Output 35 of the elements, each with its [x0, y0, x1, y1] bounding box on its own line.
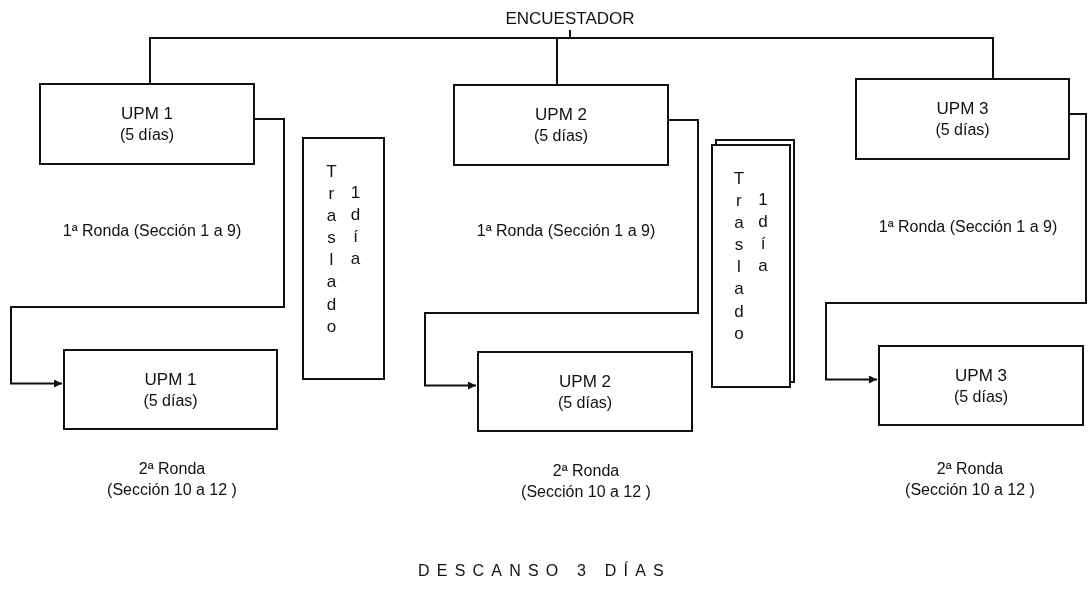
- box-text: (5 días): [143, 390, 198, 411]
- box-text: UPM 2: [559, 370, 611, 392]
- transfer-box: [302, 137, 385, 380]
- vertical-text: 1 día: [758, 189, 769, 278]
- process-box: [39, 83, 255, 165]
- round-caption: 2ª Ronda (Sección 10 a 12 ): [520, 461, 652, 502]
- box-text: (5 días): [533, 126, 589, 146]
- round-caption: 2ª Ronda (Sección 10 a 12 ): [106, 459, 238, 500]
- box-text: UPM 2: [535, 104, 587, 125]
- box-text: UPM 3: [955, 364, 1007, 386]
- vertical-text: Traslado: [326, 161, 337, 338]
- box-text: UPM 1: [121, 103, 173, 124]
- vertical-text: Traslado: [733, 168, 744, 345]
- box-text: UPM 1: [144, 368, 197, 390]
- vertical-text: 1 día: [350, 182, 361, 271]
- connector-arrow: [424, 119, 699, 390]
- box-text: UPM 3: [936, 98, 989, 119]
- box-text: (5 días): [119, 125, 175, 145]
- process-box: [453, 84, 669, 166]
- box-text: ENCUESTADOR: [505, 7, 635, 29]
- round-caption: 1ª Ronda (Sección 1 a 9): [61, 221, 243, 241]
- connector-arrow: [825, 113, 1087, 384]
- process-box: [477, 351, 693, 432]
- transfer-box: [711, 144, 791, 388]
- process-box: [855, 78, 1070, 160]
- round-caption: 1ª Ronda (Sección 1 a 9): [877, 217, 1059, 237]
- box-text: (5 días): [953, 386, 1009, 407]
- round-caption: 2ª Ronda (Sección 10 a 12 ): [904, 459, 1036, 500]
- process-box: [63, 349, 278, 430]
- box-text: (5 días): [557, 392, 613, 413]
- connector-arrow: [10, 118, 285, 388]
- process-box: [878, 345, 1084, 426]
- round-caption: 1ª Ronda (Sección 1 a 9): [475, 221, 657, 241]
- box-text: (5 días): [935, 120, 990, 140]
- rest-note: DESCANSO 3 DÍAS: [417, 562, 672, 580]
